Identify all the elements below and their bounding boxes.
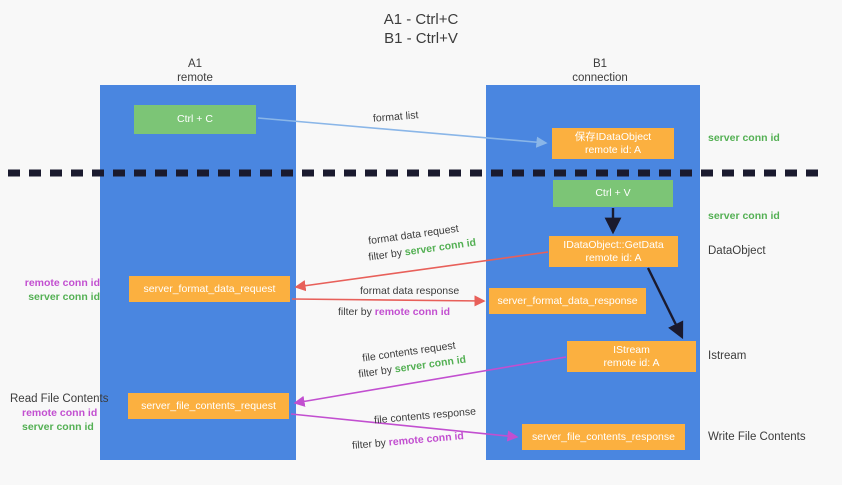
box-istream[interactable]: IStream remote id: A bbox=[567, 341, 696, 372]
box-idataobject-getdata[interactable]: IDataObject::GetData remote id: A bbox=[549, 236, 678, 267]
box-ctrl-c[interactable]: Ctrl + C bbox=[134, 105, 256, 134]
filter-value-remote-conn-id: remote conn id bbox=[374, 306, 451, 318]
note-server-conn-id: server conn id bbox=[22, 421, 94, 433]
label-file-contents-response-filter: filter by remote conn id bbox=[352, 429, 465, 454]
note-right-dataobject: DataObject bbox=[708, 245, 766, 257]
box-ctrl-v[interactable]: Ctrl + V bbox=[553, 180, 673, 207]
note-read-file-contents: Read File Contents bbox=[10, 393, 109, 405]
box-server-file-contents-request[interactable]: server_file_contents_request bbox=[128, 393, 289, 419]
label-format-data-response-filter: filter by remote conn id bbox=[338, 305, 450, 320]
note-right-server-conn-id-2: server conn id bbox=[708, 210, 780, 222]
filter-prefix: filter by bbox=[351, 436, 390, 452]
note-remote-conn-id: remote conn id bbox=[22, 407, 98, 419]
box-server-format-data-response[interactable]: server_format_data_response bbox=[489, 288, 646, 314]
filter-value-remote-conn-id: remote conn id bbox=[388, 430, 465, 449]
lane-header-b1: B1 connection bbox=[572, 58, 628, 84]
box-server-file-contents-response[interactable]: server_file_contents_response bbox=[522, 424, 685, 450]
note-left-read-file-contents-group: Read File Contents remote conn id server… bbox=[10, 392, 110, 434]
box-save-idataobject[interactable]: 保存IDataObject remote id: A bbox=[552, 128, 674, 159]
diagram-title: A1 - Ctrl+C B1 - Ctrl+V bbox=[383, 11, 459, 47]
label-file-contents-response: file contents response bbox=[373, 405, 477, 427]
filter-prefix: filter by bbox=[338, 306, 375, 318]
label-format-list: format list bbox=[372, 109, 419, 125]
filter-prefix: filter by bbox=[357, 363, 396, 381]
note-remote-conn-id: remote conn id bbox=[24, 277, 100, 289]
note-left-conn-ids-1: remote conn id server conn id bbox=[10, 276, 100, 304]
lane-header-a1: A1 remote bbox=[177, 58, 213, 84]
note-server-conn-id: server conn id bbox=[28, 291, 100, 303]
note-right-istream: Istream bbox=[708, 350, 747, 362]
box-server-format-data-request[interactable]: server_format_data_request bbox=[129, 276, 290, 302]
note-right-write-file-contents: Write File Contents bbox=[708, 431, 806, 443]
arrow-format-data-response bbox=[291, 295, 486, 307]
note-right-server-conn-id-1: server conn id bbox=[708, 132, 780, 144]
filter-prefix: filter by bbox=[367, 246, 406, 264]
label-format-data-response: format data response bbox=[360, 285, 460, 297]
